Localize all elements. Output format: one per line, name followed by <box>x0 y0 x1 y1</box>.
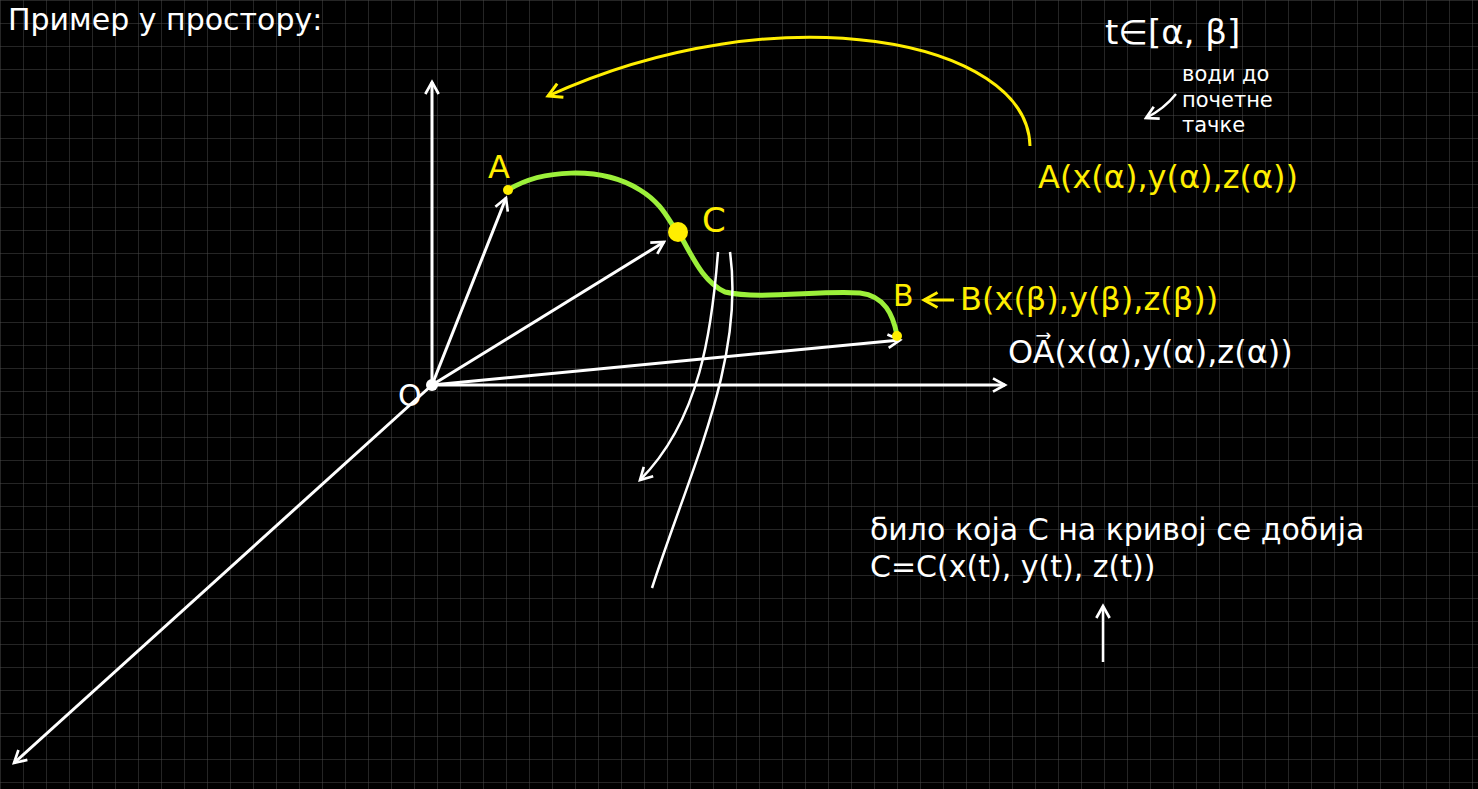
vector-oc <box>432 242 664 385</box>
leader-line <box>652 252 733 588</box>
curve-note: било која C на кривој се добија C=C(x(t)… <box>870 512 1390 585</box>
vector-formula: OA⃗(x(α),y(α),z(α)) <box>1008 333 1293 372</box>
leader-arrow <box>924 299 954 302</box>
point-formula: B(x(β),y(β),z(β)) <box>960 280 1218 319</box>
point-a <box>503 185 513 195</box>
point-label: B <box>893 278 914 315</box>
point-label: C <box>702 200 726 241</box>
point-b <box>892 331 902 341</box>
leader-arrow <box>640 252 718 480</box>
point-formula: A(x(α),y(α),z(α)) <box>1038 158 1298 197</box>
vector-oa <box>432 198 506 385</box>
parameter-range: t∈[α, β] <box>1105 12 1240 53</box>
leader-arrow <box>548 37 1030 146</box>
leader-arrow <box>1146 94 1176 118</box>
z-axis <box>431 82 434 385</box>
heading-note: Пример у простору: <box>8 2 322 39</box>
origin-label: O <box>398 378 422 415</box>
space-curve <box>508 173 897 335</box>
origin-dot <box>426 379 438 391</box>
x-axis <box>14 385 432 763</box>
side-note: води до почетне тачке <box>1182 62 1312 139</box>
vector-ob <box>432 340 900 385</box>
point-label: A <box>488 148 510 187</box>
leader-arrow <box>1102 606 1105 662</box>
point-c <box>668 222 688 242</box>
